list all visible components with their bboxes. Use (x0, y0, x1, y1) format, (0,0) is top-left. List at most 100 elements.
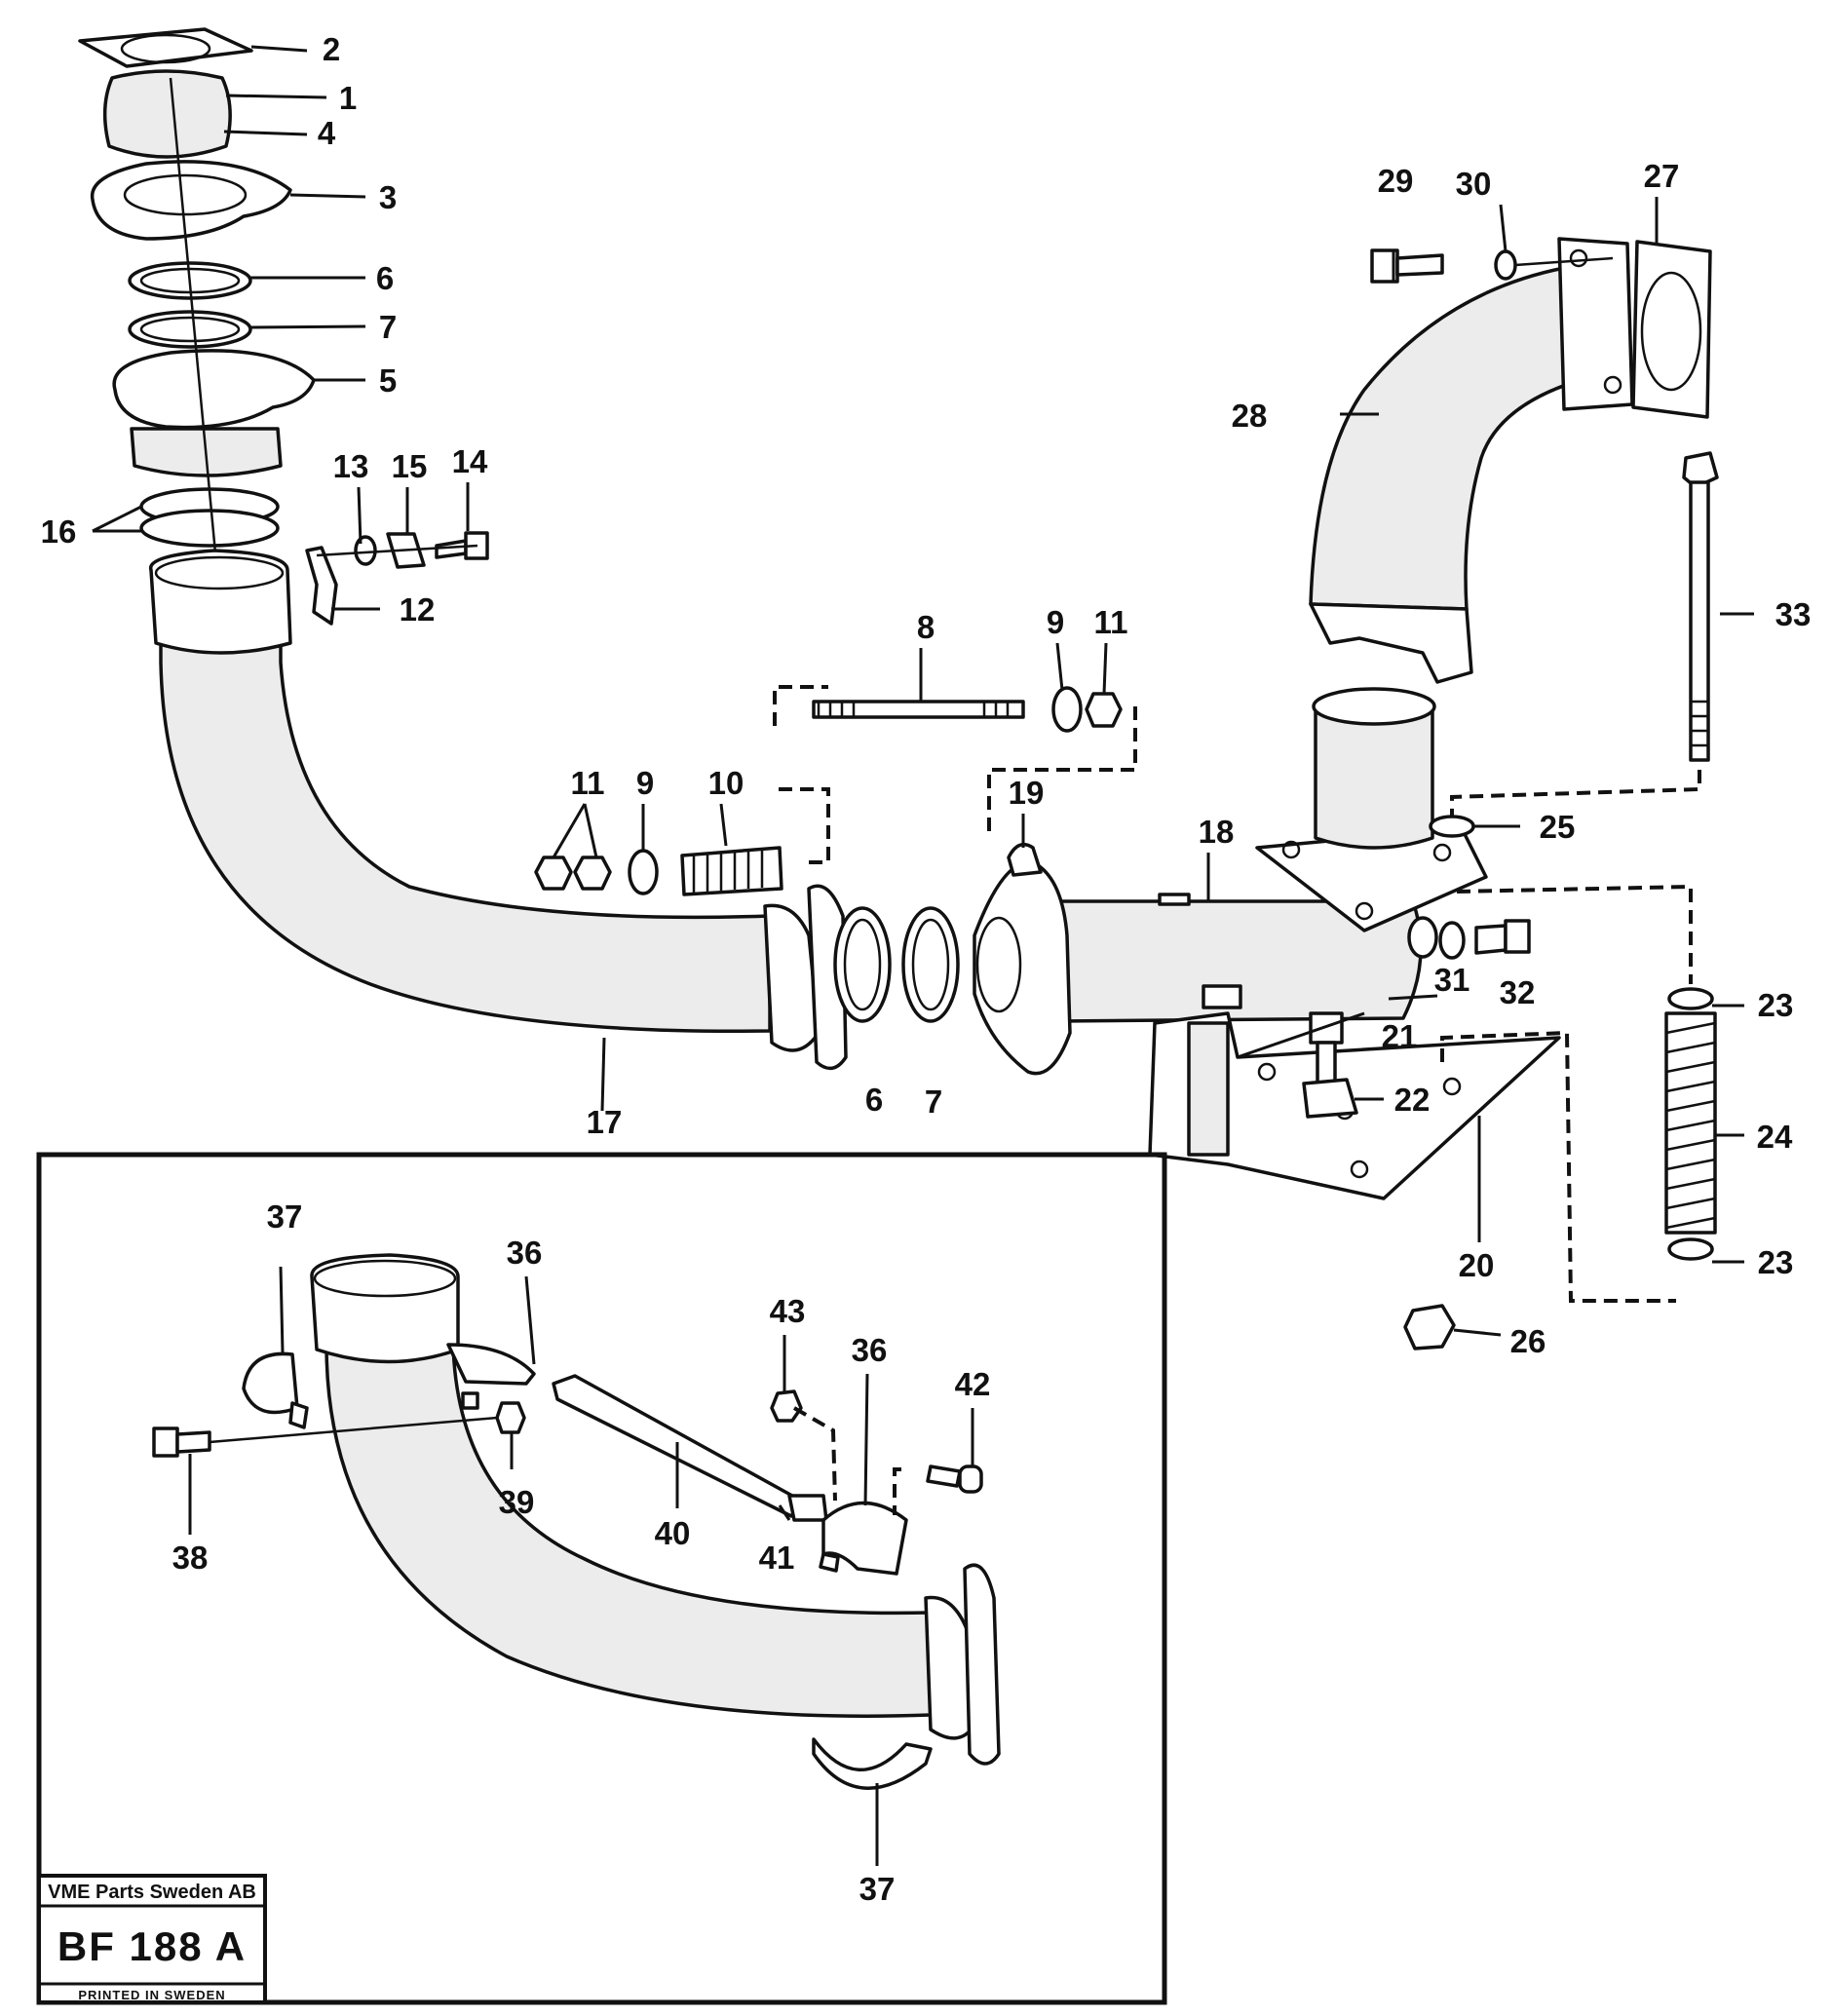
dash-stud-upper (773, 685, 1137, 838)
washer-30 (1494, 249, 1517, 281)
exhaust-bend-28 (1309, 237, 1634, 684)
inset-frame (36, 1152, 1167, 2005)
sealing-ring-lower (128, 310, 252, 349)
axis-38-39 (209, 1416, 498, 1444)
callout-15: 15 (392, 448, 428, 484)
callout-38: 38 (172, 1540, 209, 1576)
dash-33-25 (1450, 770, 1701, 818)
printed-note: PRINTED IN SWEDEN (78, 1988, 225, 2002)
callout-5: 5 (379, 362, 397, 399)
drawing-code: BF 188 A (57, 1923, 247, 1969)
callout-13: 13 (333, 448, 369, 484)
nut-11-left-a (534, 856, 573, 891)
callout-21: 21 (1382, 1018, 1418, 1054)
clip-12 (305, 546, 338, 626)
vertical-socket (1312, 687, 1436, 850)
bolt-29 (1370, 248, 1444, 284)
clamp-37-upper (242, 1351, 309, 1429)
company-name: VME Parts Sweden AB (48, 1882, 256, 1903)
callout-6-mid: 6 (865, 1082, 883, 1118)
callout-7: 7 (379, 309, 397, 345)
callout-37-lower: 37 (859, 1871, 896, 1907)
clamp-36-upper (446, 1343, 536, 1410)
callout-22: 22 (1394, 1082, 1431, 1118)
axis-29-30 (1514, 256, 1614, 267)
rubber-bellows (102, 69, 232, 159)
piston-rings (139, 487, 280, 548)
clamp-37-lower (812, 1737, 933, 1790)
callout-31: 31 (1434, 962, 1470, 998)
callout-14: 14 (452, 443, 488, 479)
axis-12-14 (316, 544, 478, 557)
callout-10: 10 (708, 765, 744, 801)
washer-9-upper (1051, 686, 1083, 733)
callout-17: 17 (587, 1104, 623, 1140)
long-bolt-33 (1682, 451, 1719, 762)
upper-clamp-flange (90, 160, 292, 241)
callout-1: 1 (339, 80, 357, 116)
dash-42 (893, 1467, 901, 1515)
callout-36-upper: 36 (507, 1235, 543, 1271)
callout-28: 28 (1232, 398, 1268, 434)
nut-26 (1403, 1304, 1456, 1350)
callout-33: 33 (1775, 596, 1812, 632)
washer-9-left (628, 849, 659, 895)
left-bend-pipe (149, 549, 848, 1071)
nut-43 (770, 1389, 803, 1423)
spring-24 (1664, 1011, 1717, 1235)
callout-41: 41 (759, 1540, 795, 1576)
gasket-27 (1631, 240, 1712, 419)
callout-11-left: 11 (571, 765, 605, 801)
callout-42: 42 (955, 1366, 991, 1402)
callout-23-lower: 23 (1758, 1244, 1794, 1280)
flange-19 (973, 842, 1072, 1076)
callout-40: 40 (655, 1515, 691, 1551)
callout-3: 3 (379, 179, 397, 215)
clamp-36-lower (819, 1501, 908, 1576)
callout-39: 39 (499, 1484, 535, 1520)
washer-23-lower (1667, 1237, 1714, 1261)
callout-26: 26 (1510, 1323, 1546, 1359)
nut-39 (495, 1401, 526, 1434)
callout-43: 43 (770, 1293, 806, 1329)
leader-lines (92, 45, 1754, 1866)
nut-11-left-b (573, 856, 612, 891)
callout-36-lower: 36 (852, 1332, 888, 1368)
callout-16: 16 (41, 514, 77, 550)
callout-11-upper: 11 (1094, 604, 1128, 640)
callout-12: 12 (400, 591, 436, 628)
washer-23-upper (1667, 987, 1714, 1010)
top-flange-gasket (78, 27, 253, 68)
callout-32: 32 (1500, 974, 1536, 1010)
callout-19: 19 (1009, 775, 1045, 811)
callout-29: 29 (1378, 163, 1414, 199)
bolt-32 (1474, 919, 1531, 955)
callout-2: 2 (323, 31, 340, 67)
callout-9-left: 9 (636, 765, 654, 801)
callout-7-mid: 7 (925, 1084, 942, 1120)
gasket-ring-6-mid (833, 906, 892, 1023)
washer-13 (354, 535, 377, 566)
callout-27: 27 (1644, 158, 1680, 194)
bolt-38 (152, 1426, 211, 1458)
callout-37-upper: 37 (267, 1198, 303, 1235)
washer-25 (1429, 815, 1475, 838)
lower-clamp-flange (112, 349, 316, 477)
callout-8: 8 (917, 609, 935, 645)
dash-43 (793, 1406, 837, 1502)
dash-stud-lower (775, 787, 830, 864)
callout-20: 20 (1459, 1247, 1495, 1283)
inset-bend-pipe (310, 1253, 1001, 1766)
callout-labels: 2 1 4 3 6 7 5 13 15 14 16 12 8 9 11 11 9… (41, 31, 1812, 1907)
callout-23-upper: 23 (1758, 987, 1794, 1023)
stack-axis-line (169, 77, 221, 595)
spring-10 (680, 846, 783, 896)
stud-bolt-8 (812, 700, 1025, 719)
title-block: VME Parts Sweden AB BF 188 A PRINTED IN … (37, 1874, 267, 2004)
gasket-ring-7-mid (901, 906, 960, 1023)
callout-25: 25 (1540, 809, 1576, 845)
bolt-42 (926, 1464, 983, 1494)
callout-24: 24 (1757, 1119, 1793, 1155)
callout-18: 18 (1199, 814, 1235, 850)
